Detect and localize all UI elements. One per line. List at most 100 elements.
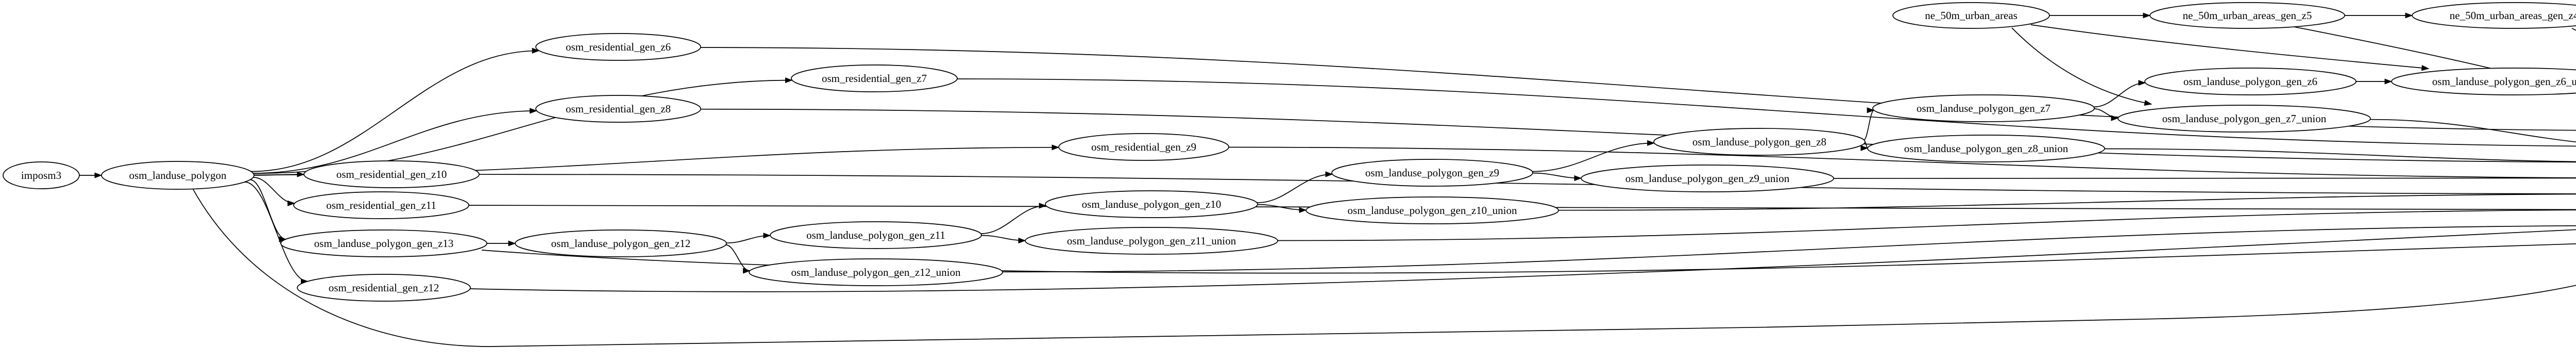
node-label: osm_landuse_polygon_gen_z7 <box>1917 102 2050 114</box>
node-ellipse <box>2144 68 2357 95</box>
node-osm_landuse_polygon_gen_z12_union: osm_landuse_polygon_gen_z12_union <box>749 258 1003 286</box>
node-label: osm_landuse_polygon <box>129 169 227 182</box>
node-osm_landuse_polygon_gen_z10_union: osm_landuse_polygon_gen_z10_union <box>1306 196 1559 224</box>
node-osm_residential_gen_z6: osm_residential_gen_z6 <box>535 33 701 61</box>
node-ellipse <box>303 160 480 188</box>
node-osm_landuse_polygon_gen_z9_union: osm_landuse_polygon_gen_z9_union <box>1581 164 1834 192</box>
node-ne_50m_urban_areas_gen_z4: ne_50m_urban_areas_gen_z4 <box>2412 2 2576 29</box>
edge-osm_landuse_polygon-to-osm_landuse_polygon_gen_z13 <box>250 179 287 242</box>
node-label: osm_landuse_polygon_gen_z9_union <box>1625 172 1790 185</box>
node-ellipse <box>2149 2 2345 29</box>
edge-osm_landuse_polygon-to-osm_residential_gen_z11 <box>253 177 296 206</box>
edge-osm_landuse_polygon_gen_z11_union-to-layer_landuse-z11 <box>1277 209 2576 241</box>
node-label: osm_landuse_polygon_gen_z11 <box>806 229 945 241</box>
node-osm_landuse_polygon_gen_z6_union: osm_landuse_polygon_gen_z6_union <box>2391 68 2576 95</box>
node-label: osm_landuse_polygon_gen_z7_union <box>2162 112 2327 125</box>
node-ellipse <box>101 161 255 190</box>
node-label: osm_landuse_polygon_gen_z12 <box>551 237 691 250</box>
node-label: osm_residential_gen_z11 <box>326 199 436 211</box>
node-label: osm_residential_gen_z7 <box>822 72 927 85</box>
edge-osm_landuse_polygon_gen_z11-to-osm_landuse_polygon_gen_z11_union <box>981 235 1026 244</box>
node-ellipse <box>2391 68 2576 95</box>
node-label: osm_residential_gen_z6 <box>566 41 671 53</box>
edge-osm_landuse_polygon_gen_z9-to-osm_landuse_polygon_gen_z9_union <box>1532 172 1582 182</box>
node-ellipse <box>535 95 701 123</box>
node-osm_residential_gen_z7: osm_residential_gen_z7 <box>791 64 958 92</box>
node-label: osm_landuse_polygon_gen_z9 <box>1365 167 1499 179</box>
node-osm_residential_gen_z10: osm_residential_gen_z10 <box>303 160 480 188</box>
node-ellipse <box>2412 2 2576 29</box>
node-osm_landuse_polygon_gen_z13: osm_landuse_polygon_gen_z13 <box>280 229 487 257</box>
node-osm_landuse_polygon_gen_z7: osm_landuse_polygon_gen_z7 <box>1872 94 2095 122</box>
node-ellipse <box>1025 227 1278 255</box>
node-label: ne_50m_urban_areas_gen_z5 <box>2183 9 2312 22</box>
edge-osm_landuse_polygon_gen_z12-to-osm_landuse_polygon_gen_z11 <box>726 233 771 244</box>
node-osm_landuse_polygon_gen_z8: osm_landuse_polygon_gen_z8 <box>1653 128 1866 156</box>
node-osm_residential_gen_z11: osm_residential_gen_z11 <box>293 191 469 219</box>
node-osm_landuse_polygon: osm_landuse_polygon <box>101 161 255 190</box>
node-label: osm_landuse_polygon_gen_z8 <box>1692 136 1826 148</box>
edge-osm_residential_gen_z9-to-layer_landuse-z9 <box>1228 146 2576 178</box>
edge-osm_landuse_polygon_gen_z10-to-osm_landuse_polygon_gen_z9 <box>1257 171 1333 203</box>
node-label: osm_landuse_polygon_gen_z10_union <box>1348 204 1517 217</box>
edge-ne_50m_urban_areas-to-osm_landuse_polygon_gen_z6_union <box>2030 24 2430 71</box>
edge-osm_landuse_polygon-to-osm_residential_gen_z7 <box>253 77 793 174</box>
node-label: osm_residential_gen_z12 <box>329 282 439 294</box>
edge-osm_residential_gen_z10-to-layer_landuse-z10 <box>479 174 2576 194</box>
node-label: osm_residential_gen_z9 <box>1091 141 1196 153</box>
node-osm_landuse_polygon_gen_z6: osm_landuse_polygon_gen_z6 <box>2144 68 2357 95</box>
edge-osm_landuse_polygon_gen_z8_union-to-layer_landuse-z8 <box>2104 148 2576 162</box>
node-ellipse <box>515 229 727 257</box>
edge-osm_landuse_polygon_gen_z7-to-osm_landuse_polygon_gen_z7_union <box>2094 108 2119 121</box>
node-ellipse <box>1872 94 2095 122</box>
edge-osm_landuse_polygon_gen_z8-to-osm_landuse_polygon_gen_z7 <box>1863 107 1875 141</box>
node-label: osm_landuse_polygon_gen_z8_union <box>1904 142 2069 155</box>
node-ellipse <box>535 33 701 61</box>
node-label: osm_residential_gen_z10 <box>336 168 447 180</box>
edge-osm_landuse_polygon_gen_z7_union-to-layer_landuse-z7 <box>2370 119 2576 143</box>
node-label: osm_landuse_polygon_gen_z11_union <box>1067 235 1236 247</box>
node-label: osm_landuse_polygon_gen_z12_union <box>791 266 961 278</box>
node-ellipse <box>2117 105 2371 133</box>
node-osm_residential_gen_z9: osm_residential_gen_z9 <box>1058 133 1229 161</box>
node-ellipse <box>1331 159 1533 187</box>
edge-osm_landuse_polygon_gen_z12-to-osm_landuse_polygon_gen_z12_union <box>725 244 751 274</box>
node-osm_residential_gen_z8: osm_residential_gen_z8 <box>535 95 701 123</box>
edge-osm_landuse_polygon_gen_z9-to-osm_landuse_polygon_gen_z8 <box>1532 140 1655 172</box>
edge-ne_50m_urban_areas-to-osm_landuse_polygon_gen_z7_union <box>2011 27 2153 106</box>
edge-osm_landuse_polygon-to-osm_residential_gen_z12 <box>244 182 309 285</box>
node-label: osm_residential_gen_z8 <box>566 103 671 115</box>
node-ellipse <box>749 258 1003 286</box>
edge-osm_landuse_polygon_gen_z12_union-to-layer_landuse-z12 <box>1002 225 2576 273</box>
node-label: osm_landuse_polygon_gen_z6_union <box>2432 75 2576 88</box>
node-osm_landuse_polygon_gen_z11: osm_landuse_polygon_gen_z11 <box>770 221 982 249</box>
edge-osm_residential_gen_z12-to-layer_landuse-z12 <box>469 229 2576 292</box>
node-osm_landuse_polygon_gen_z12: osm_landuse_polygon_gen_z12 <box>515 229 727 257</box>
node-ellipse <box>770 221 982 249</box>
node-osm_residential_gen_z12: osm_residential_gen_z12 <box>297 274 471 302</box>
node-osm_landuse_polygon_gen_z7_union: osm_landuse_polygon_gen_z7_union <box>2117 105 2371 133</box>
node-label: osm_landuse_polygon_gen_z13 <box>314 237 454 250</box>
node-ellipse <box>1058 133 1229 161</box>
node-osm_landuse_polygon_gen_z9: osm_landuse_polygon_gen_z9 <box>1331 159 1533 187</box>
node-ellipse <box>1867 135 2105 162</box>
edge-osm_landuse_polygon_gen_z10_union-to-layer_landuse-z10 <box>1558 193 2576 211</box>
node-label: ne_50m_urban_areas <box>1925 9 2018 22</box>
node-ellipse <box>293 191 469 219</box>
edge-osm_landuse_polygon-to-osm_residential_gen_z8 <box>253 108 538 174</box>
edge-osm_landuse_polygon-to-osm_residential_gen_z6 <box>251 47 540 172</box>
node-ellipse <box>1045 190 1258 218</box>
edge-osm_landuse_polygon_gen_z8-to-osm_landuse_polygon_gen_z8_union <box>1860 141 1869 151</box>
node-osm_landuse_polygon_gen_z8_union: osm_landuse_polygon_gen_z8_union <box>1867 135 2105 162</box>
node-label: imposm3 <box>21 169 61 182</box>
node-ellipse <box>791 64 958 92</box>
node-label: ne_50m_urban_areas_gen_z4 <box>2450 9 2576 22</box>
edge-osm_landuse_polygon_gen_z10-to-osm_landuse_polygon_gen_z10_union <box>1257 204 1307 213</box>
node-ellipse <box>280 229 487 257</box>
node-ellipse <box>1892 2 2050 29</box>
edge-osm_landuse_polygon_gen_z11-to-osm_landuse_polygon_gen_z10 <box>980 203 1047 234</box>
edge-osm_landuse_polygon-to-osm_residential_gen_z10 <box>253 171 305 177</box>
node-osm_landuse_polygon_gen_z10: osm_landuse_polygon_gen_z10 <box>1045 190 1258 218</box>
